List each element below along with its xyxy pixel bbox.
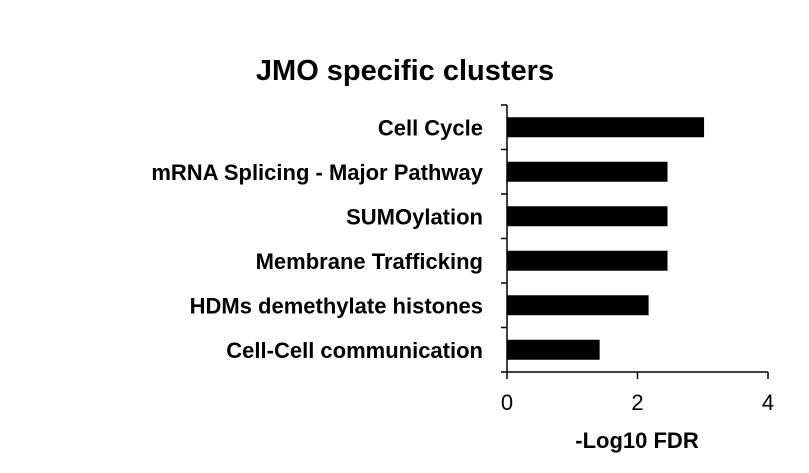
x-tick-label: 2	[631, 390, 643, 415]
bar-4	[507, 250, 668, 271]
category-labels-group: Cell Cycle mRNA Splicing - Major PathwayS…	[151, 115, 483, 363]
category-label: Cell Cycle	[378, 115, 483, 140]
chart-title: JMO specific clusters	[256, 55, 554, 87]
category-label: HDMs demethylate histones	[190, 293, 483, 318]
bar-2	[507, 161, 668, 182]
category-label: mRNA Splicing - Major Pathway	[151, 160, 483, 185]
x-tick-label: 4	[762, 390, 774, 415]
axes-group	[501, 104, 769, 379]
x-axis-label: -Log10 FDR	[575, 428, 699, 453]
x-tick-label: 0	[501, 390, 513, 415]
bar-5	[507, 295, 649, 316]
bar-3	[507, 206, 668, 227]
category-label: Membrane Trafficking	[256, 249, 483, 274]
category-label: SUMOylation	[346, 204, 483, 229]
bar-6	[507, 339, 600, 360]
bar-1	[507, 117, 705, 138]
bars-group	[507, 117, 705, 360]
category-label: Cell-Cell communication	[226, 338, 483, 363]
x-tick-labels-group: 0 2 4	[501, 390, 774, 415]
